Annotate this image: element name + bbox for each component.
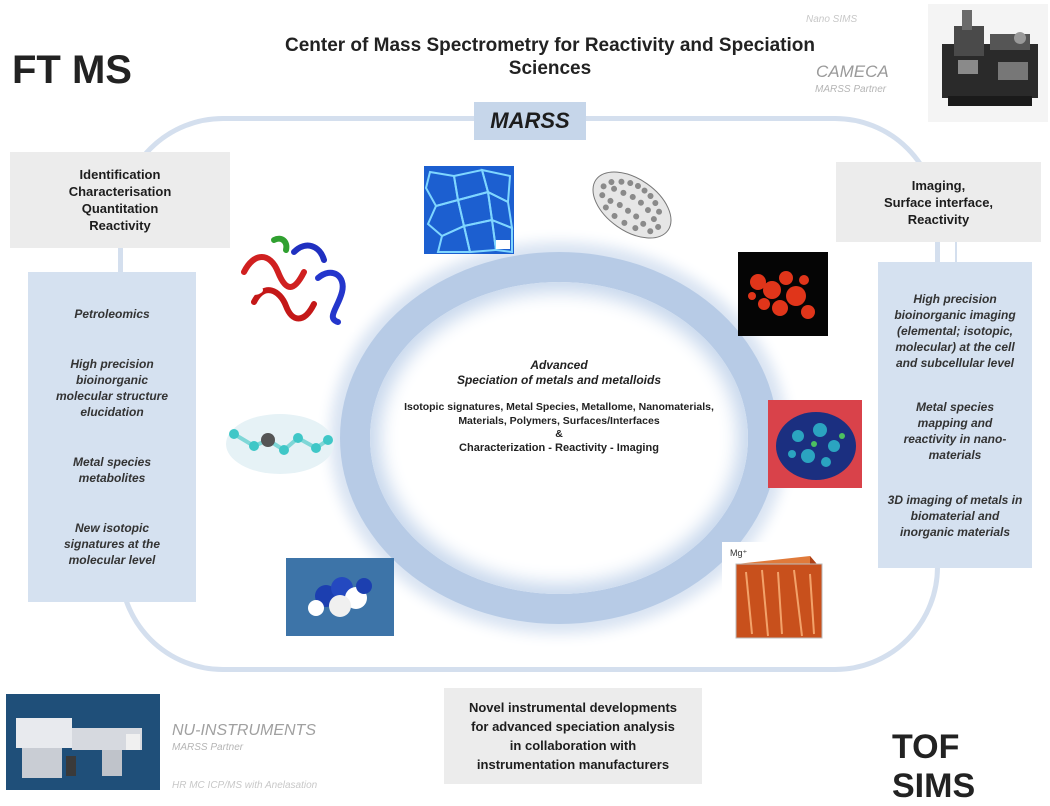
right-header-line: Surface interface, bbox=[883, 194, 994, 210]
right-header-line: Imaging, bbox=[911, 177, 966, 193]
cell-network-image bbox=[424, 166, 514, 254]
left-panel-item: Metal species metabolites bbox=[72, 455, 152, 485]
left-panel-item: New isotopic signatures at the molecular… bbox=[63, 521, 161, 567]
center-ampersand: & bbox=[555, 428, 563, 440]
tof-sims-label: TOF SIMS bbox=[892, 728, 976, 805]
left-panel-item: High precision bioinorganic molecular st… bbox=[55, 357, 169, 419]
nu-instruments-label: NU-INSTRUMENTS bbox=[172, 722, 316, 739]
right-header-box: Imaging, Surface interface, Reactivity bbox=[836, 162, 1041, 242]
space-filling-image bbox=[286, 558, 394, 636]
central-ring bbox=[370, 282, 748, 594]
bottom-line: for advanced speciation analysis bbox=[471, 719, 675, 734]
cube-ion-label: Mg⁺ bbox=[730, 548, 748, 558]
left-header-line: Quantitation bbox=[81, 201, 159, 216]
nu-partner-label: MARSS Partner bbox=[172, 742, 244, 753]
cameca-instrument-image bbox=[928, 4, 1048, 122]
left-connector bbox=[118, 248, 120, 272]
left-header-box: Identification Characterisation Quantita… bbox=[10, 152, 230, 248]
cameca-partner-label: MARSS Partner bbox=[815, 84, 887, 95]
bottom-line: in collaboration with bbox=[509, 738, 637, 753]
nanotube-image bbox=[592, 171, 672, 239]
protein-image bbox=[234, 232, 354, 332]
nu-instrument-image bbox=[6, 694, 160, 790]
right-header-line: Reactivity bbox=[907, 211, 970, 227]
cameca-label: CAMECA bbox=[816, 62, 889, 81]
bottom-line: Novel instrumental developments bbox=[468, 700, 678, 715]
cell-map-image bbox=[768, 400, 862, 488]
nu-instrument-caption: HR MC ICP/MS with Anelasation bbox=[172, 780, 318, 791]
fluorescence-image bbox=[738, 252, 828, 336]
right-panel-item: Metal species mapping and reactivity in … bbox=[903, 400, 1007, 462]
right-connector bbox=[955, 242, 957, 262]
left-panel: Petroleomics High precision bioinorganic… bbox=[28, 272, 196, 602]
marss-label: MARSS bbox=[474, 102, 586, 140]
right-panel-item: High precision bioinorganic imaging (ele… bbox=[894, 291, 1016, 370]
central-text: Advanced Speciation of metals and metall… bbox=[400, 358, 718, 455]
nano-sims-label: Nano SIMS bbox=[806, 14, 858, 25]
left-header-line: Identification bbox=[79, 167, 161, 182]
left-header-line: Reactivity bbox=[89, 218, 151, 233]
right-panel: High precision bioinorganic imaging (ele… bbox=[878, 262, 1032, 568]
center-line: Advanced bbox=[530, 358, 588, 372]
bottom-box: Novel instrumental developments for adva… bbox=[444, 688, 702, 784]
left-panel-item: Petroleomics bbox=[74, 307, 150, 321]
bottom-line: instrumentation manufacturers bbox=[476, 757, 670, 772]
ft-ms-label: FT MS bbox=[12, 48, 132, 92]
molecule-image bbox=[226, 414, 334, 474]
center-line: Characterization - Reactivity - Imaging bbox=[459, 442, 659, 454]
3d-cube-image: Mg⁺ bbox=[722, 542, 832, 642]
left-header-line: Characterisation bbox=[68, 184, 172, 199]
center-line: Speciation of metals and metalloids bbox=[456, 373, 662, 387]
center-line: Isotopic signatures, Metal Species, Meta… bbox=[404, 401, 714, 427]
page-title: Center of Mass Spectrometry for Reactivi… bbox=[284, 35, 816, 79]
right-panel-item: 3D imaging of metals in biomaterial and … bbox=[887, 492, 1023, 539]
